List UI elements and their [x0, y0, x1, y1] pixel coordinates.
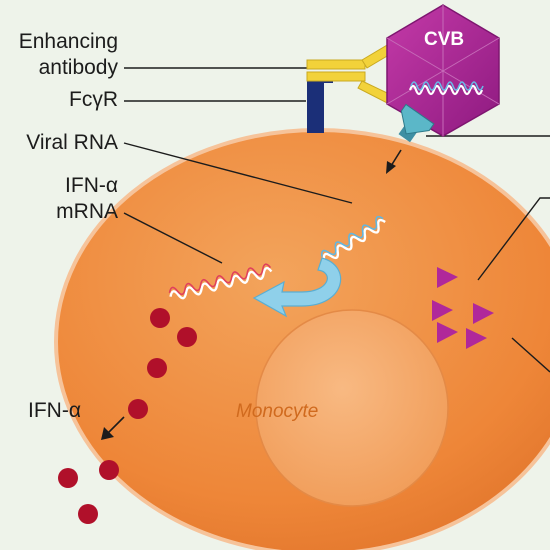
ifn-dot-icon: [147, 358, 167, 378]
entry-arrow: [390, 149, 402, 167]
ifn-alpha-label: IFN-α: [28, 399, 81, 422]
ifn-mrna-label-line1: IFN-α: [65, 174, 118, 197]
ifn-dot-icon: [58, 468, 78, 488]
viral-rna-label: Viral RNA: [26, 131, 118, 154]
virus-rna-shadow: [410, 81, 484, 91]
ifn-dot-icon: [177, 327, 197, 347]
triangle-icon: [466, 328, 487, 349]
ifn-mrna-label-line2: mRNA: [56, 200, 118, 223]
enhancing-antibody-label-line2: antibody: [38, 56, 118, 79]
monocyte-label: Monocyte: [236, 401, 319, 422]
receptor-icon: [307, 78, 324, 133]
virus-label: CVB: [424, 29, 465, 50]
virus-rna-icon: [408, 84, 484, 96]
leader-ifn-mrna: [123, 212, 223, 264]
viral-rna-shadow: [321, 215, 384, 257]
triangle-icon: [473, 303, 494, 324]
ifn-dot-icon: [150, 308, 170, 328]
ifn-mrna-shadow: [168, 263, 272, 296]
ifn-dot-icon: [78, 504, 98, 524]
leader-right-mid: [477, 197, 550, 281]
ifn-mrna-icon: [169, 266, 273, 300]
leader-right-low: [511, 337, 550, 373]
secretion-arrowhead: [101, 427, 114, 440]
triangle-icon: [437, 267, 458, 288]
curved-arrow-icon: [252, 257, 342, 318]
triangle-icon: [432, 300, 453, 321]
triangles: [432, 267, 494, 349]
triangle-icon: [437, 322, 458, 343]
receptor-label: FcγR: [69, 88, 118, 111]
entry-arrowhead: [386, 161, 396, 174]
enhancing-antibody-label-line1: Enhancing: [18, 30, 118, 53]
viral-rna-icon: [322, 218, 386, 261]
secretion-arrow: [107, 416, 125, 434]
ifn-dots: [58, 308, 197, 524]
virus-receptor-icon: [398, 103, 435, 143]
ifn-dot-icon: [128, 399, 148, 419]
nucleus: [255, 309, 449, 507]
leader-viral-rna: [123, 142, 353, 204]
ifn-dot-icon: [99, 460, 119, 480]
